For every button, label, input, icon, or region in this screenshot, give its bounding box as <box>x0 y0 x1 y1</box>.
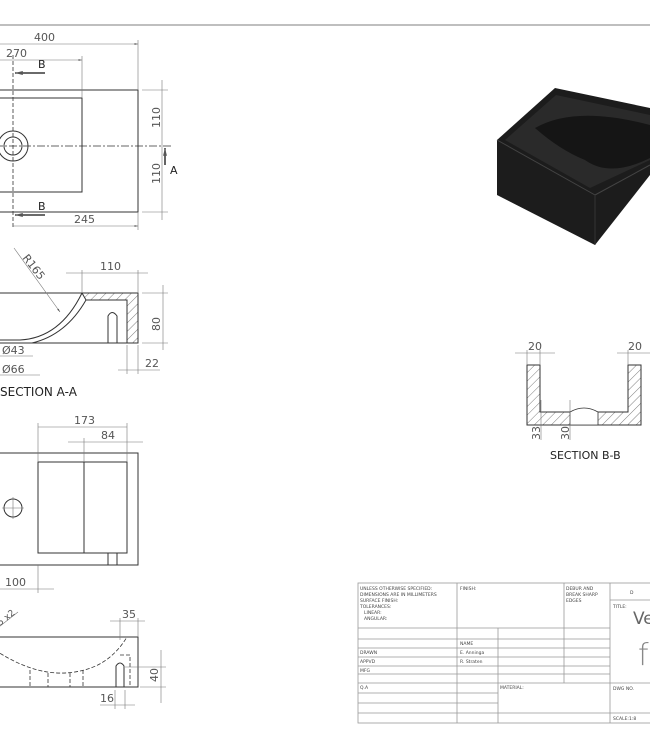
tb-logo: f <box>638 638 649 673</box>
dim-110-bottom: 110 <box>150 163 163 184</box>
tb-deburr-2: EDGES <box>566 598 582 604</box>
tb-name-header: NAME <box>460 641 473 647</box>
dim-dia-43: Ø43 <box>2 344 25 357</box>
dim-22: 22 <box>145 357 159 370</box>
dim-80: 80 <box>150 317 163 331</box>
dim-radius-x2: 5 x2 <box>0 608 17 628</box>
section-marker-a: A <box>170 164 178 177</box>
tb-title-label: TITLE: <box>612 604 627 610</box>
tb-deburr-0: DEBUR AND <box>566 586 594 592</box>
tb-approved-name: R. Straten <box>460 659 483 665</box>
tb-material: MATERIAL: <box>500 685 524 691</box>
dim-110: 110 <box>100 260 121 273</box>
tb-title-text: Ve <box>633 609 650 629</box>
dim-33: 33 <box>530 426 543 440</box>
section-b-title: SECTION B-B <box>550 449 621 462</box>
dim-40: 40 <box>148 668 161 682</box>
section-marker-b-bottom: B <box>38 200 46 213</box>
dim-245: 245 <box>74 213 95 226</box>
isometric-render <box>496 88 650 245</box>
tb-finish: FINISH: <box>460 586 476 592</box>
tb-dwg-no: DWG NO. <box>613 686 634 692</box>
tb-tolerance-5: ANGULAR: <box>364 616 387 622</box>
dim-173: 173 <box>74 414 95 427</box>
tb-tolerance-0: UNLESS OTHERWISE SPECIFIED: <box>360 586 432 592</box>
dim-100: 100 <box>5 576 26 589</box>
tb-drawn-label: DRAWN <box>360 650 377 656</box>
tb-mfg-label: MFG <box>360 668 370 674</box>
tb-tolerance-1: DIMENSIONS ARE IN MILLIMETERS <box>360 592 437 598</box>
dim-30: 30 <box>559 426 572 440</box>
side-view: 5 x2 35 40 16 <box>0 608 166 709</box>
dim-dia-66: Ø66 <box>2 363 25 376</box>
dim-270: 270 <box>6 47 27 60</box>
dim-84: 84 <box>101 429 115 442</box>
tb-tolerance-4: LINEAR: <box>364 610 382 616</box>
bowl-outline <box>0 97 83 193</box>
tb-qa-label: Q.A <box>360 685 369 691</box>
dim-16: 16 <box>100 692 114 705</box>
section-a-title: SECTION A-A <box>0 385 78 399</box>
bottom-view: 173 84 100 <box>0 414 143 593</box>
section-a-a: R165 110 80 22 Ø43 Ø66 SECTION A-A <box>0 247 168 399</box>
basin-outline <box>0 89 139 213</box>
title-block: UNLESS OTHERWISE SPECIFIED: DIMENSIONS A… <box>357 582 650 724</box>
tb-tolerance-3: TOLERANCES: <box>359 604 391 610</box>
tb-drawn-name: E. Anninga <box>460 650 484 656</box>
dim-35: 35 <box>122 608 136 621</box>
tb-top-right: D <box>630 590 634 596</box>
dim-20-left: 20 <box>528 340 542 353</box>
dim-400: 400 <box>34 31 55 44</box>
tb-approved-label: APPVD <box>360 659 376 665</box>
tb-tolerance-2: SURFACE FINISH: <box>360 598 398 604</box>
tb-deburr-1: BREAK SHARP <box>566 592 598 598</box>
section-marker-b-top: B <box>38 58 46 71</box>
dim-r165: R165 <box>20 252 48 283</box>
dim-110-top: 110 <box>150 107 163 128</box>
top-view: 400 270 245 110 110 B B A <box>0 31 178 230</box>
section-b-b: 20 20 33 30 SECTION B-B <box>515 340 650 462</box>
dim-20-right: 20 <box>628 340 642 353</box>
tb-scale: SCALE:1:8 <box>613 716 636 722</box>
